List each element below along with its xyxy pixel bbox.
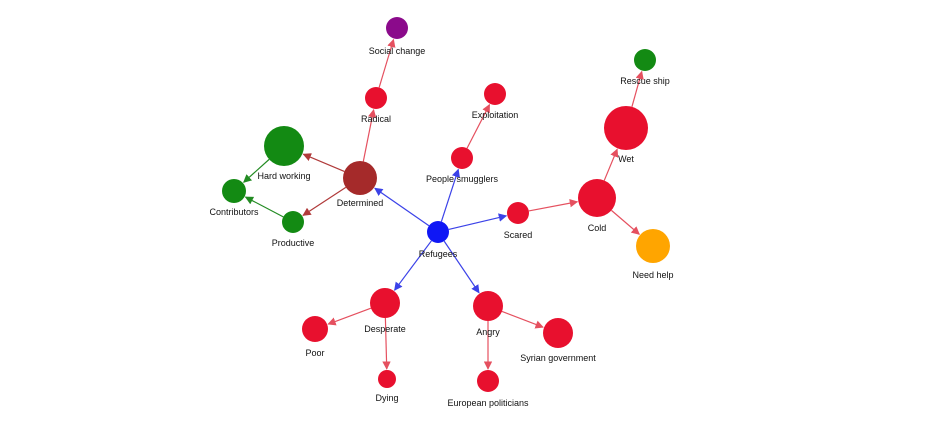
edge-determined-to-productive [302,186,347,216]
node-label-exploitation: Exploitation [472,110,519,120]
node-label-determined: Determined [337,198,384,208]
node-dying[interactable] [378,370,396,388]
node-exploitation[interactable] [484,83,506,105]
edge-refugees-to-determined [374,187,430,227]
edge-scared-to-cold [528,199,579,212]
nodes-layer [222,17,670,392]
node-rescue-ship[interactable] [634,49,656,71]
edge-desperate-to-dying [382,317,391,370]
node-desperate[interactable] [370,288,400,318]
edge-hard-working-to-contributors [243,158,270,183]
node-label-syrian-government: Syrian government [520,353,596,363]
node-wet[interactable] [604,106,648,150]
node-radical[interactable] [365,87,387,109]
node-syrian-government[interactable] [543,318,573,348]
node-label-rescue-ship: Rescue ship [620,76,670,86]
node-angry[interactable] [473,291,503,321]
node-label-wet: Wet [618,154,634,164]
node-contributors[interactable] [222,179,246,203]
edge-refugees-to-desperate [394,240,432,291]
node-label-dying: Dying [375,393,398,403]
node-need-help[interactable] [636,229,670,263]
node-label-radical: Radical [361,114,391,124]
node-label-poor: Poor [305,348,324,358]
edge-cold-to-need-help [611,209,640,235]
edge-angry-to-syrian-government [501,310,544,329]
node-poor[interactable] [302,316,328,342]
node-european-politicians[interactable] [477,370,499,392]
node-label-refugees: Refugees [419,249,458,259]
edge-productive-to-contributors [244,196,284,218]
edge-radical-to-social-change [378,38,396,88]
edge-wet-to-rescue-ship [631,70,644,107]
node-social-change[interactable] [386,17,408,39]
node-label-desperate: Desperate [364,324,406,334]
node-label-productive: Productive [272,238,315,248]
node-hard-working[interactable] [264,126,304,166]
node-label-social-change: Social change [369,46,426,56]
node-label-scared: Scared [504,230,533,240]
node-label-people-smugglers: People smugglers [426,174,499,184]
node-label-contributors: Contributors [209,207,259,217]
edge-refugees-to-angry [443,240,480,294]
node-label-angry: Angry [476,327,500,337]
edge-refugees-to-scared [448,213,508,231]
node-people-smugglers[interactable] [451,147,473,169]
node-label-cold: Cold [588,223,607,233]
node-cold[interactable] [578,179,616,217]
edge-desperate-to-poor [327,307,372,326]
node-determined[interactable] [343,161,377,195]
node-label-hard-working: Hard working [257,171,310,181]
node-refugees[interactable] [427,221,449,243]
edge-refugees-to-people-smugglers [440,168,460,222]
node-productive[interactable] [282,211,304,233]
edge-cold-to-wet [603,148,619,181]
node-label-need-help: Need help [632,270,673,280]
edge-determined-to-hard-working [302,153,345,172]
node-scared[interactable] [507,202,529,224]
edge-people-smugglers-to-exploitation [466,103,491,149]
node-label-european-politicians: European politicians [447,398,529,408]
edges-layer [243,38,644,370]
edge-determined-to-radical [362,108,377,162]
labels-layer: Refugees Determined Hard workingContributo… [209,46,673,408]
